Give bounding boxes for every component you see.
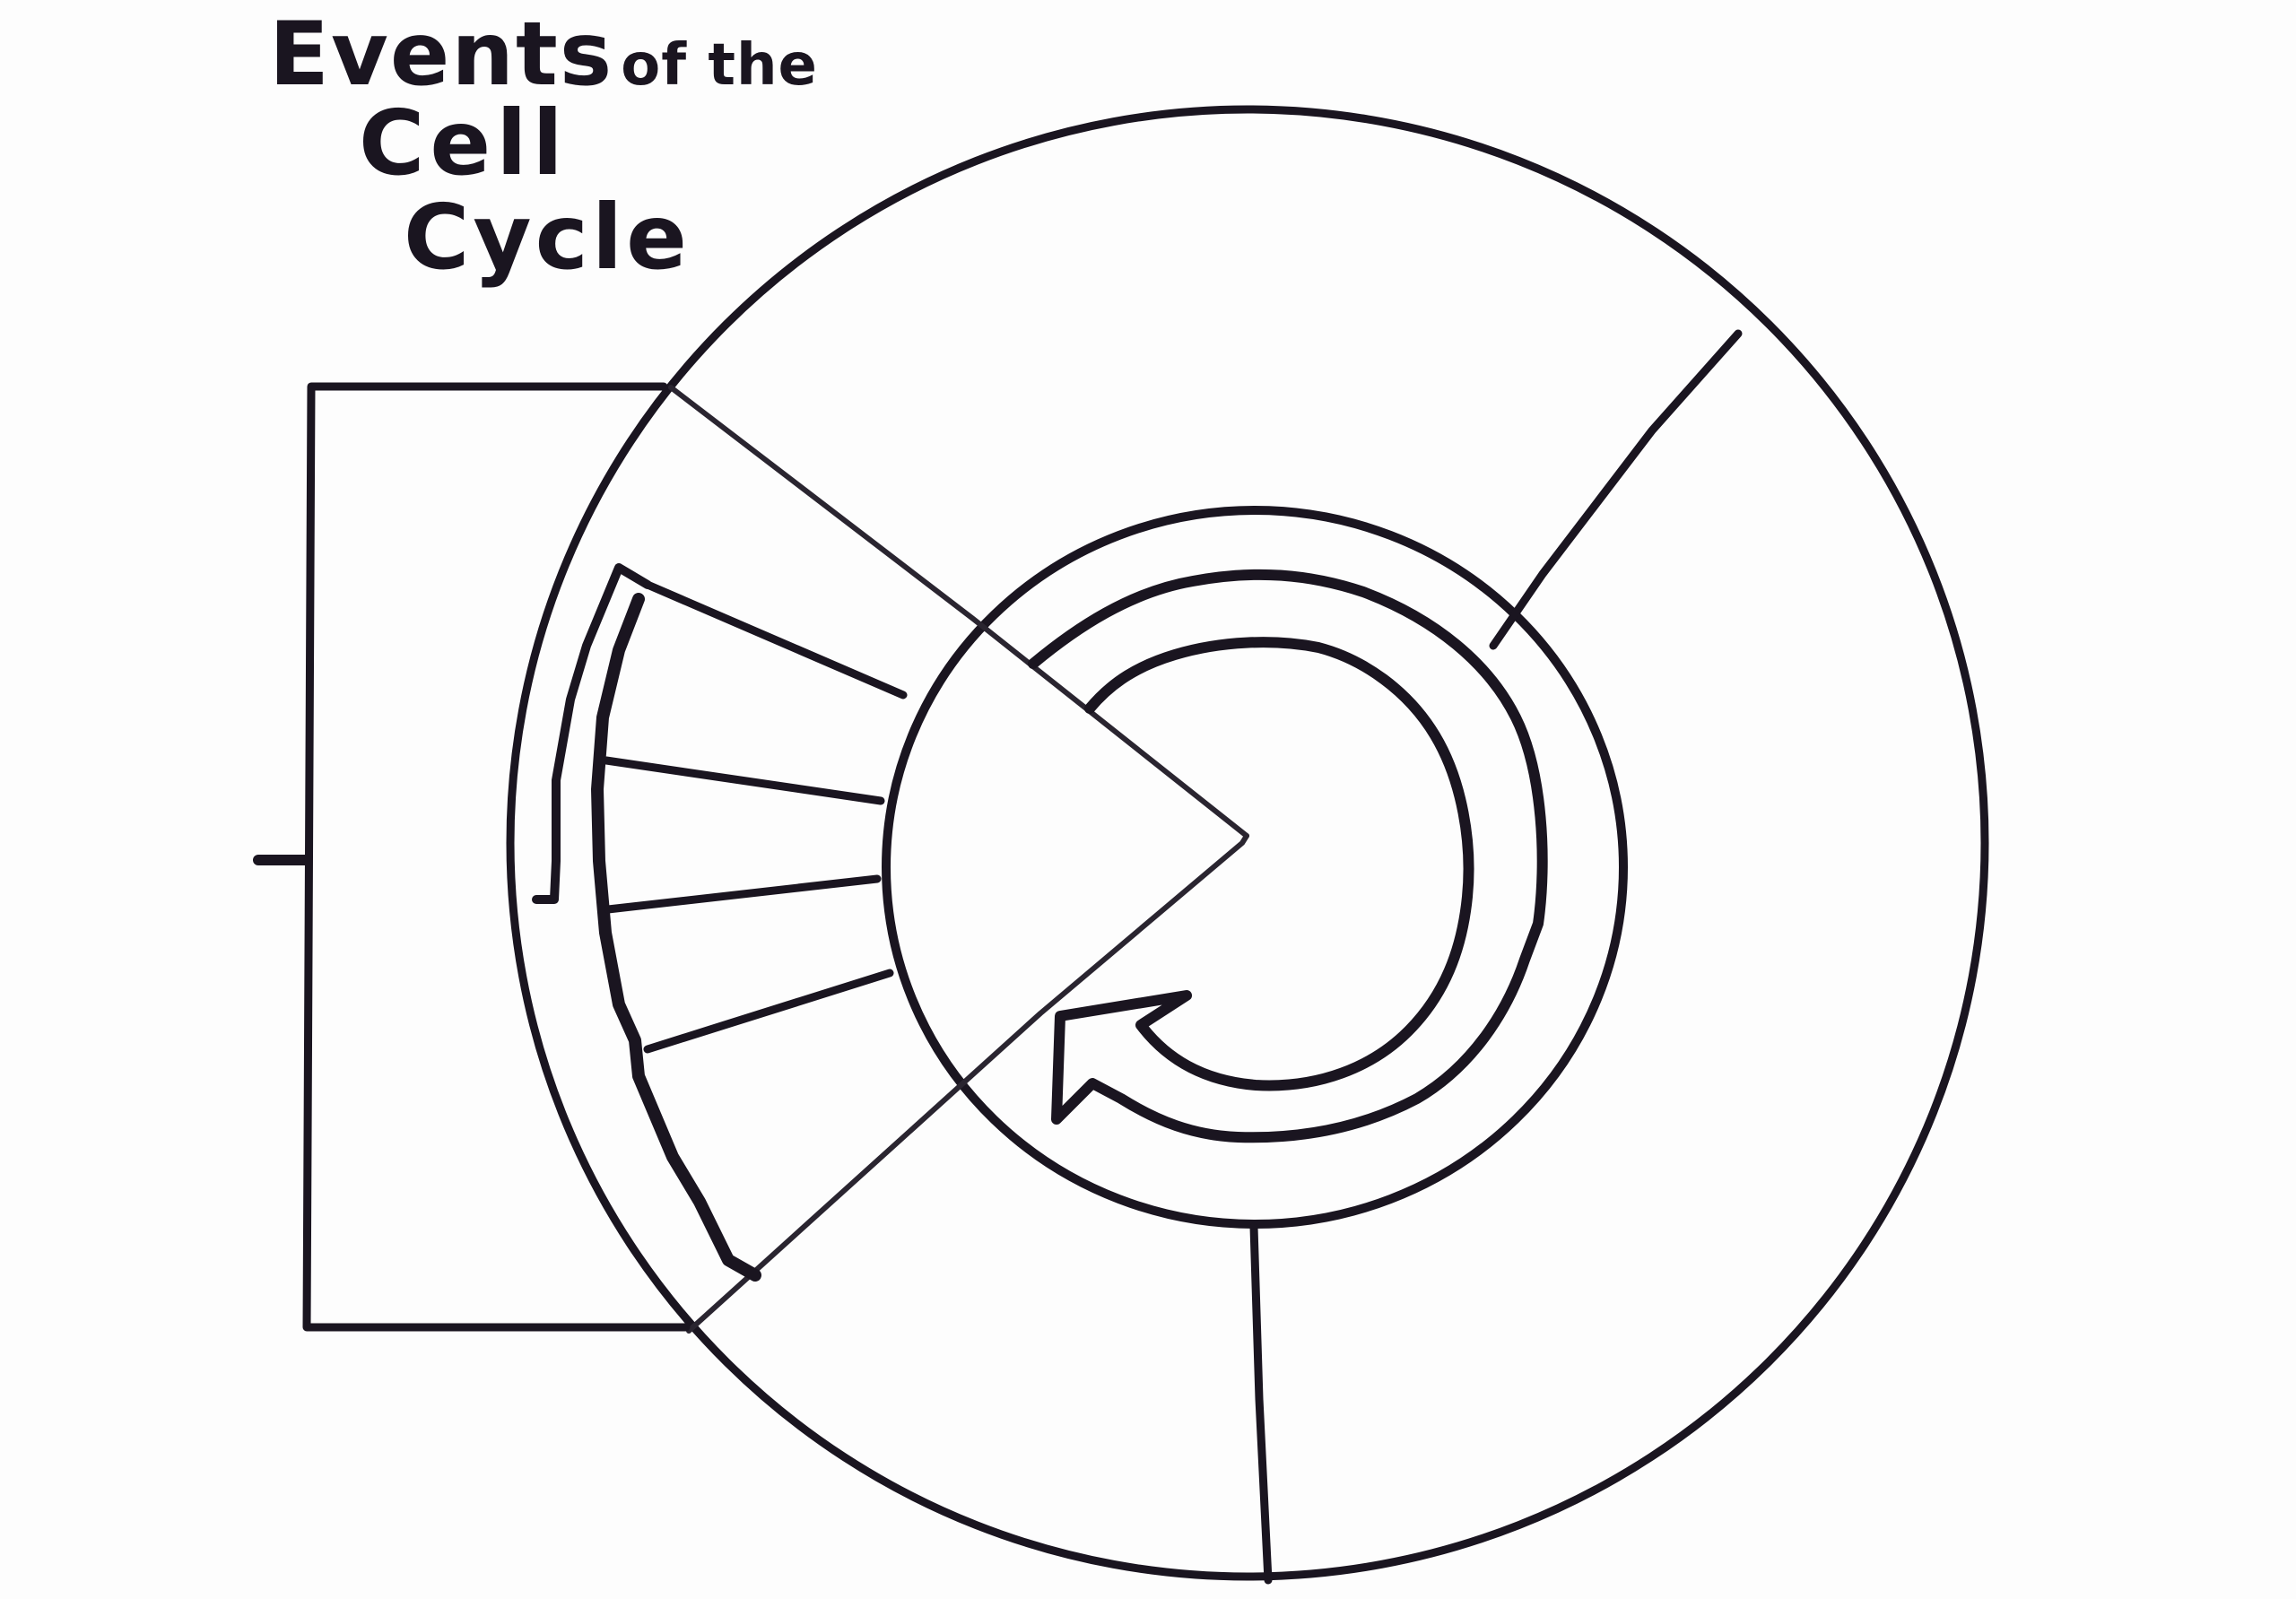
arrow-outline: [1028, 569, 1548, 1143]
fan-inner-spine: [591, 593, 761, 1282]
title-of-the: of the: [621, 32, 818, 99]
title-cycle: Cycle: [404, 185, 691, 290]
cycle-arrow-icon: [1028, 569, 1548, 1143]
wedge-lower-line: [686, 833, 1249, 1334]
fan-spoke-3: [604, 874, 882, 914]
title-events: Events: [269, 4, 614, 106]
fan-spoke-2: [602, 756, 885, 805]
ring-divider-upper-right: [1489, 329, 1743, 650]
fan-boxes: [532, 563, 908, 1282]
fan-outer-strip: [532, 563, 652, 904]
bracket: [302, 382, 691, 1332]
wedge-upper-line: [668, 385, 1249, 839]
fan-spoke-1: [643, 580, 908, 700]
fan-spoke-4: [643, 969, 894, 1054]
title-cell: Cell: [359, 91, 569, 196]
ring-divider-bottom: [1249, 1222, 1273, 1585]
outer-ring: [506, 105, 1989, 1581]
